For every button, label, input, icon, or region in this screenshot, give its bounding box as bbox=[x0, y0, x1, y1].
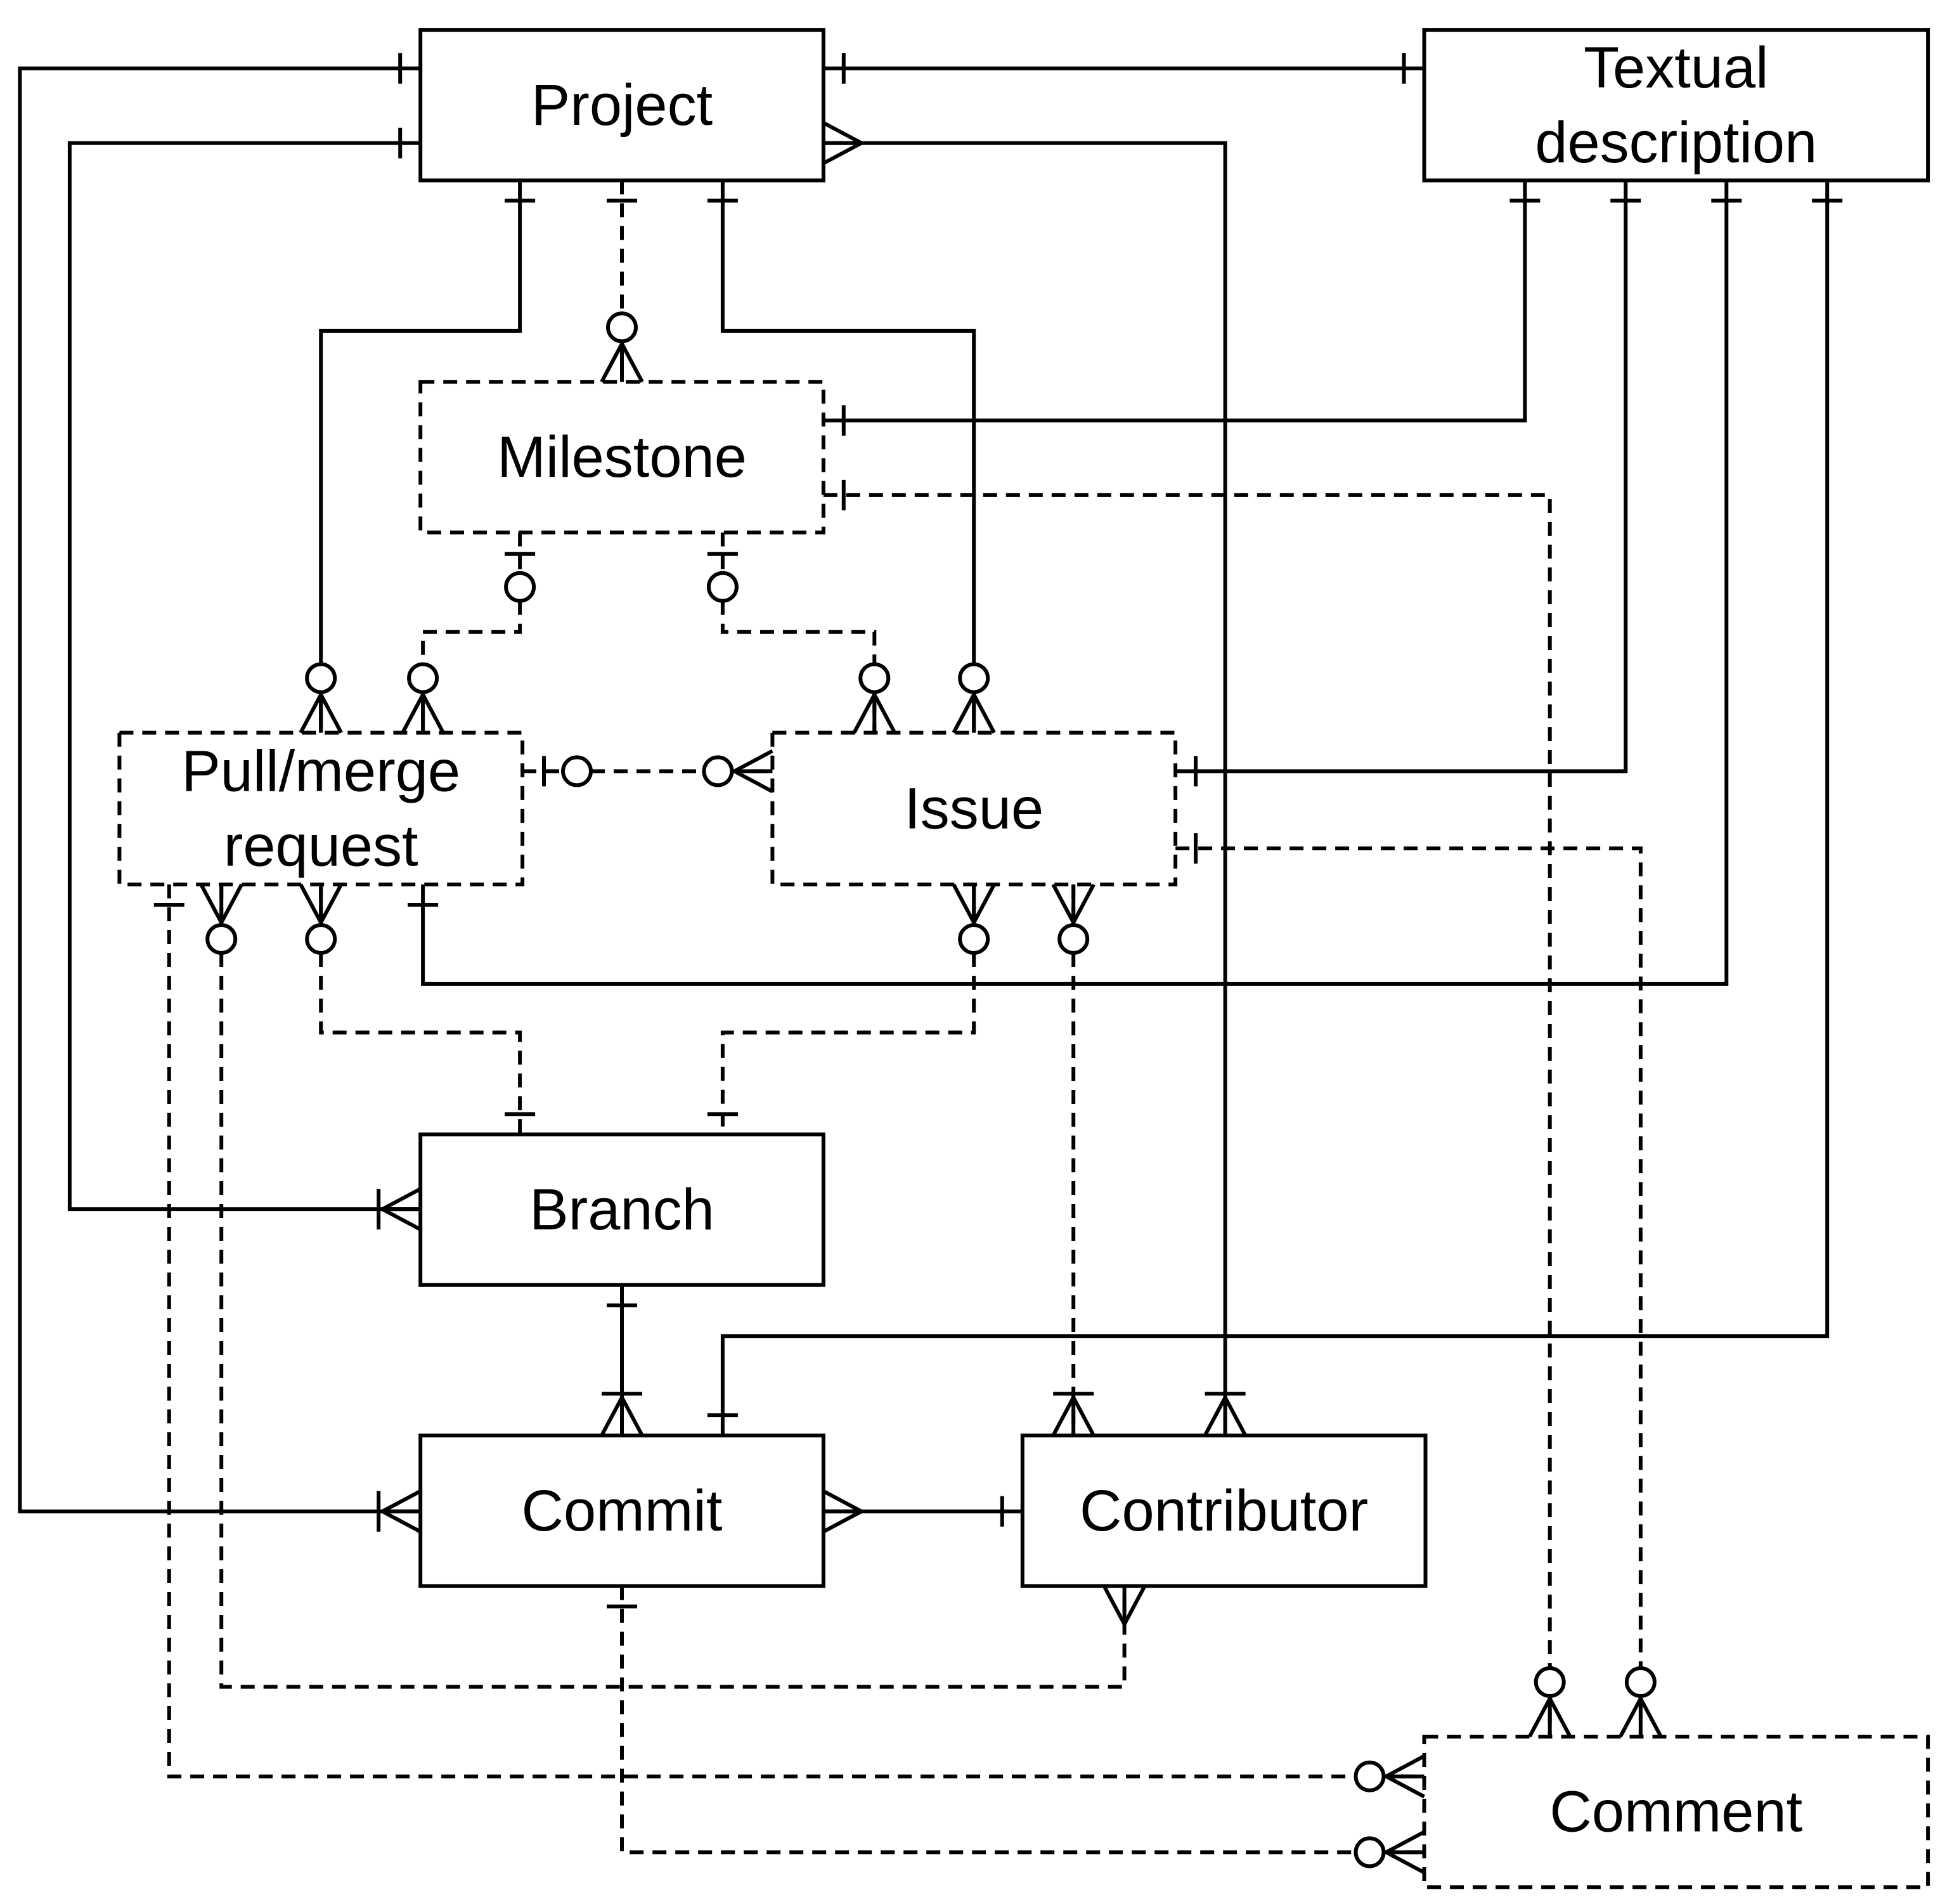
relationship-pull-merge-request-comment bbox=[167, 884, 1425, 1778]
entity-comment[interactable]: Comment bbox=[1422, 1735, 1930, 1889]
cardinality-zeroMany-marker bbox=[1619, 1666, 1663, 1738]
entity-box bbox=[418, 1132, 825, 1287]
relationship-lines bbox=[18, 66, 1830, 1855]
entity-box bbox=[1422, 28, 1930, 183]
cardinality-markers bbox=[153, 53, 1843, 1875]
cardinality-zeroMany-marker bbox=[1528, 1666, 1572, 1738]
entity-milestone[interactable]: Milestone bbox=[418, 380, 825, 534]
cardinality-zeroMany-marker bbox=[852, 662, 896, 734]
cardinality-oneMany-marker bbox=[377, 1489, 422, 1534]
relationship-milestone-issue bbox=[720, 532, 877, 733]
relationship-commit-comment bbox=[620, 1586, 1425, 1855]
cardinality-zeroMany-marker bbox=[299, 883, 343, 955]
cardinality-zeroOne-marker bbox=[542, 755, 593, 787]
entity-label: request bbox=[224, 813, 418, 878]
entity-label: Milestone bbox=[497, 425, 747, 489]
entity-project[interactable]: Project bbox=[418, 28, 825, 183]
entity-contributor[interactable]: Contributor bbox=[1020, 1434, 1428, 1588]
relationship-pull-merge-request-contributor bbox=[219, 884, 1127, 1689]
entity-pull-merge-request[interactable]: Pull/merge request bbox=[117, 730, 525, 886]
cardinality-oneMany-marker bbox=[1051, 1392, 1095, 1437]
relationship-milestone-comment bbox=[823, 493, 1552, 1737]
entity-label: Contributor bbox=[1080, 1479, 1368, 1543]
cardinality-zeroMany-marker bbox=[952, 662, 996, 734]
relationship-issue-branch bbox=[720, 884, 976, 1135]
entity-box bbox=[418, 28, 825, 183]
cardinality-zeroOne-marker bbox=[504, 552, 536, 603]
entity-textual-description[interactable]: Textual description bbox=[1422, 28, 1930, 183]
relationship-commit-textual-description bbox=[720, 180, 1830, 1436]
relationship-project-issue bbox=[720, 180, 976, 733]
entity-label: Comment bbox=[1549, 1780, 1802, 1844]
entity-label: Commit bbox=[522, 1479, 723, 1543]
entity-label: Pull/merge bbox=[181, 739, 460, 803]
relationship-project-contributor bbox=[823, 141, 1227, 1436]
entity-issue[interactable]: Issue bbox=[770, 730, 1178, 886]
entity-label: description bbox=[1535, 110, 1817, 175]
relationship-project-pull-merge-request bbox=[319, 180, 522, 733]
cardinality-many-marker bbox=[822, 1489, 866, 1534]
cardinality-zeroMany-marker bbox=[1354, 1830, 1425, 1875]
relationship-pull-merge-request-branch bbox=[319, 884, 522, 1135]
entity-box bbox=[1422, 1735, 1930, 1889]
entity-label: Project bbox=[531, 73, 713, 138]
entity-label: Textual bbox=[1584, 36, 1769, 100]
cardinality-zeroMany-marker bbox=[199, 883, 243, 955]
relationship-milestone-textual-description bbox=[823, 180, 1527, 423]
cardinality-zeroMany-marker bbox=[702, 749, 773, 794]
entity-label: Branch bbox=[529, 1177, 714, 1242]
cardinality-zeroMany-marker bbox=[401, 662, 445, 734]
cardinality-zeroOne-marker bbox=[706, 552, 739, 603]
relationship-milestone-pull-merge-request bbox=[421, 532, 522, 733]
relationship-issue-comment bbox=[1175, 846, 1643, 1737]
cardinality-zeroMany-marker bbox=[1051, 883, 1095, 955]
entity-commit[interactable]: Commit bbox=[418, 1434, 825, 1588]
cardinality-oneMany-marker bbox=[1203, 1392, 1248, 1437]
cardinality-zeroMany-marker bbox=[299, 662, 343, 734]
cardinality-zeroMany-marker bbox=[952, 883, 996, 955]
entity-branch[interactable]: Branch bbox=[418, 1132, 825, 1287]
relationship-issue-textual-description bbox=[1175, 180, 1628, 774]
entity-box bbox=[418, 380, 825, 534]
entities: Project Textual descriptionMilestonePull/m… bbox=[117, 28, 1930, 1889]
relationship-project-branch bbox=[67, 141, 421, 1212]
cardinality-oneMany-marker bbox=[600, 1392, 644, 1437]
cardinality-many-marker bbox=[822, 120, 866, 165]
cardinality-many-marker bbox=[1102, 1585, 1147, 1628]
entity-label: Issue bbox=[904, 776, 1044, 841]
cardinality-zeroMany-marker bbox=[1354, 1754, 1425, 1799]
cardinality-zeroMany-marker bbox=[600, 311, 644, 383]
cardinality-oneMany-marker bbox=[377, 1187, 422, 1231]
